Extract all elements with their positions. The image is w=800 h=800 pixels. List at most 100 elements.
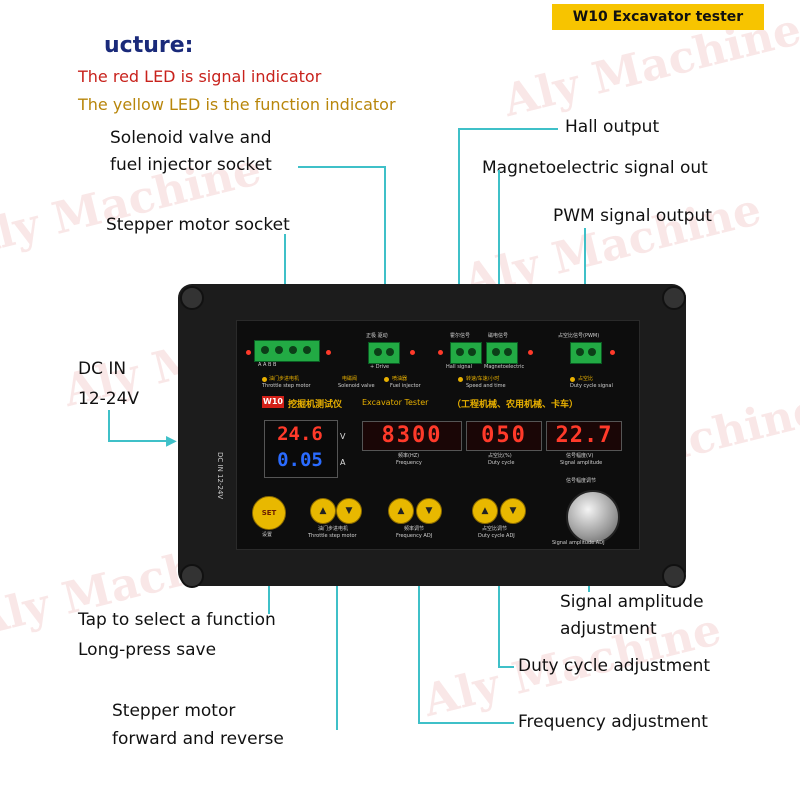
- amp-cn-label: 信号幅度(V): [566, 453, 594, 459]
- red-led: [610, 350, 615, 355]
- amp-knob-en-label: Signal amplitude ADJ: [552, 540, 605, 546]
- yellow-led: [384, 377, 389, 382]
- label-pwm-output: PWM signal output: [553, 206, 712, 226]
- callout-line: [498, 516, 500, 668]
- frequency-display: 8300: [362, 421, 462, 451]
- duty-adj-en-label: Duty cycle ADJ: [478, 533, 515, 539]
- callout-line: [108, 410, 110, 442]
- duty-en-label: Duty cycle: [488, 460, 515, 466]
- freq-en-label: Frequency: [396, 460, 422, 466]
- triangle-up-icon: ▲: [481, 506, 489, 516]
- magneto-output-socket[interactable]: [486, 342, 518, 364]
- term-label-drive-en: + Drive: [370, 364, 390, 370]
- unit-v: V: [340, 432, 346, 441]
- triangle-down-icon: ▼: [509, 506, 517, 516]
- label-hall-output: Hall output: [565, 117, 660, 137]
- callout-line: [458, 128, 558, 130]
- amplitude-display: 22.7: [546, 421, 622, 451]
- voltage-readout: 24.6: [277, 423, 323, 445]
- yellow-led-note: The yellow LED is the function indicator: [78, 95, 396, 114]
- hall-output-socket[interactable]: [450, 342, 482, 364]
- screw-icon: [662, 286, 686, 310]
- term-label-abab: A A B B: [258, 362, 277, 368]
- callout-line: [418, 722, 514, 724]
- label-duty-adj: Duty cycle adjustment: [518, 656, 711, 676]
- duty-up-button[interactable]: ▲: [472, 498, 498, 524]
- red-led-note: The red LED is signal indicator: [78, 67, 322, 86]
- amp-en-label: Signal amplitude: [560, 460, 603, 466]
- label-stepper-fr-1: Stepper motor: [112, 701, 236, 721]
- stepper-motor-socket[interactable]: [254, 340, 320, 362]
- yellow-led: [262, 377, 267, 382]
- page-title: ucture:: [104, 33, 194, 58]
- set-cn-label: 设置: [262, 532, 273, 538]
- throttle-up-button[interactable]: ▲: [310, 498, 336, 524]
- screw-icon: [180, 564, 204, 588]
- duty-adj-cn-label: 占空比调节: [482, 526, 508, 532]
- yellow-led: [458, 377, 463, 382]
- red-led: [410, 350, 415, 355]
- set-button[interactable]: SET: [252, 496, 286, 530]
- signal-amplitude-knob[interactable]: [566, 490, 620, 544]
- freq-cn-label: 频率(HZ): [398, 453, 420, 459]
- frequency-down-button[interactable]: ▼: [416, 498, 442, 524]
- term-label-mag-en: Magnetoelectric: [484, 364, 525, 370]
- callout-line: [418, 516, 420, 724]
- pwm-output-socket[interactable]: [570, 342, 602, 364]
- label-amp-adj-2: adjustment: [560, 619, 657, 639]
- label-freq-adj: Frequency adjustment: [518, 712, 708, 732]
- label-magneto-output: Magnetoelectric signal out: [482, 158, 708, 178]
- label-dc-in-2: 12-24V: [78, 389, 140, 409]
- term-label-hall-cn: 霍尔信号: [450, 333, 471, 339]
- arrow-right-icon: ▶: [166, 433, 177, 449]
- device-header-cn2: （工程机械、农用机械、卡车）: [452, 400, 579, 410]
- screw-icon: [662, 564, 686, 588]
- red-led: [528, 350, 533, 355]
- label-solenoid-2: fuel injector socket: [110, 155, 272, 175]
- legend-speed: 转速/车速/小时: [466, 376, 500, 382]
- throttle-cn-label: 油门步进电机: [318, 526, 349, 532]
- device-header-cn: 挖掘机测试仪: [288, 400, 343, 410]
- red-led: [326, 350, 331, 355]
- legend-injector: 喷油器: [392, 376, 408, 382]
- legend-duty-en: Duty cycle signal: [570, 383, 613, 389]
- solenoid-injector-socket[interactable]: [368, 342, 400, 364]
- triangle-up-icon: ▲: [319, 506, 327, 516]
- triangle-down-icon: ▼: [345, 506, 353, 516]
- triangle-up-icon: ▲: [397, 506, 405, 516]
- red-led: [246, 350, 251, 355]
- label-stepper-fr-2: forward and reverse: [112, 729, 284, 749]
- callout-line: [336, 516, 338, 730]
- freq-adj-cn-label: 频率调节: [404, 526, 425, 532]
- legend-solenoid-en: Solenoid valve: [338, 383, 375, 389]
- throttle-down-button[interactable]: ▼: [336, 498, 362, 524]
- legend-injector-en: Fuel injector: [390, 383, 421, 389]
- triangle-down-icon: ▼: [425, 506, 433, 516]
- device-header-badge: W10: [262, 396, 284, 408]
- duty-display: 050: [466, 421, 542, 451]
- throttle-en-label: Throttle step motor: [308, 533, 357, 539]
- callout-line: [108, 440, 168, 442]
- legend-solenoid: 电磁阀: [342, 376, 358, 382]
- frequency-up-button[interactable]: ▲: [388, 498, 414, 524]
- label-dc-in-1: DC IN: [78, 359, 127, 379]
- amp-knob-cn-label: 信号幅度调节: [566, 478, 597, 484]
- legend-duty: 占空比: [578, 376, 594, 382]
- yellow-led: [570, 377, 575, 382]
- duty-down-button[interactable]: ▼: [500, 498, 526, 524]
- label-stepper-socket: Stepper motor socket: [106, 215, 290, 235]
- device-header-en: Excavator Tester: [362, 398, 429, 407]
- va-display: [264, 420, 338, 478]
- term-label-drive-cn: 正极 驱动: [366, 333, 388, 339]
- term-label-pwm-cn: 占空比信号(PWM): [558, 333, 600, 339]
- callout-line: [498, 666, 514, 668]
- callout-line: [384, 166, 386, 342]
- legend-throttle: 油门步进电机: [269, 376, 300, 382]
- duty-cn-label: 占空比(%): [488, 453, 512, 459]
- label-solenoid-1: Solenoid valve and: [110, 128, 272, 148]
- callout-line: [498, 170, 500, 342]
- screw-icon: [180, 286, 204, 310]
- dc-in-side-label: DC IN 12-24V: [216, 452, 224, 500]
- legend-speed-en: Speed and time: [466, 383, 506, 389]
- model-badge: W10 Excavator tester: [552, 4, 764, 30]
